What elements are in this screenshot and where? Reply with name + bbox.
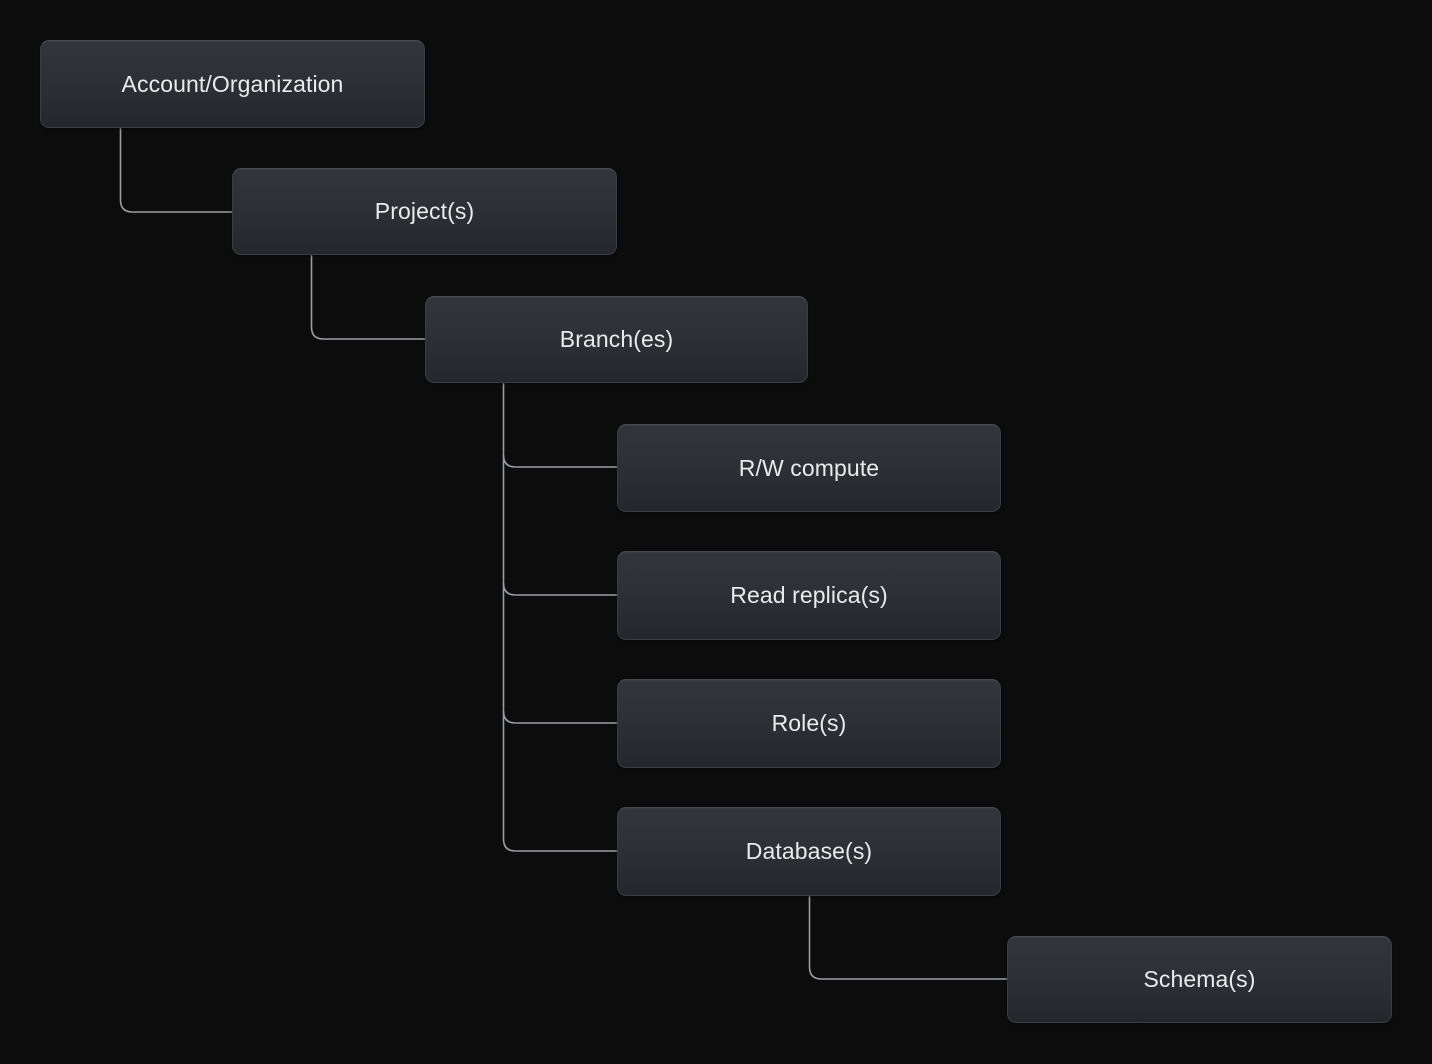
node-project[interactable]: Project(s) <box>232 168 617 255</box>
edge-branch-to-read-replica <box>502 582 617 596</box>
node-read-replica[interactable]: Read replica(s) <box>617 551 1001 640</box>
node-account-organization[interactable]: Account/Organization <box>40 40 425 128</box>
node-branch[interactable]: Branch(es) <box>425 296 808 383</box>
node-label-rw-compute: R/W compute <box>738 454 880 481</box>
edge-branch-to-rw-compute <box>502 454 617 468</box>
edge-project-to-branch <box>310 255 425 340</box>
node-label-schema: Schema(s) <box>1143 966 1256 992</box>
node-role[interactable]: Role(s) <box>617 679 1001 768</box>
edge-branch-to-database <box>502 383 617 852</box>
edge-database-to-schema <box>808 896 1007 980</box>
node-database[interactable]: Database(s) <box>617 807 1001 896</box>
node-schema[interactable]: Schema(s) <box>1007 936 1392 1023</box>
node-label-role: Role(s) <box>771 710 847 736</box>
node-label-account-organization: Account/Organization <box>121 70 344 97</box>
node-label-project: Project(s) <box>374 198 475 224</box>
edge-account-to-project <box>119 128 232 213</box>
node-rw-compute[interactable]: R/W compute <box>617 424 1001 512</box>
node-label-database: Database(s) <box>745 838 873 864</box>
node-label-read-replica: Read replica(s) <box>730 582 888 608</box>
edge-branch-to-role <box>502 710 617 724</box>
node-label-branch: Branch(es) <box>559 326 674 352</box>
